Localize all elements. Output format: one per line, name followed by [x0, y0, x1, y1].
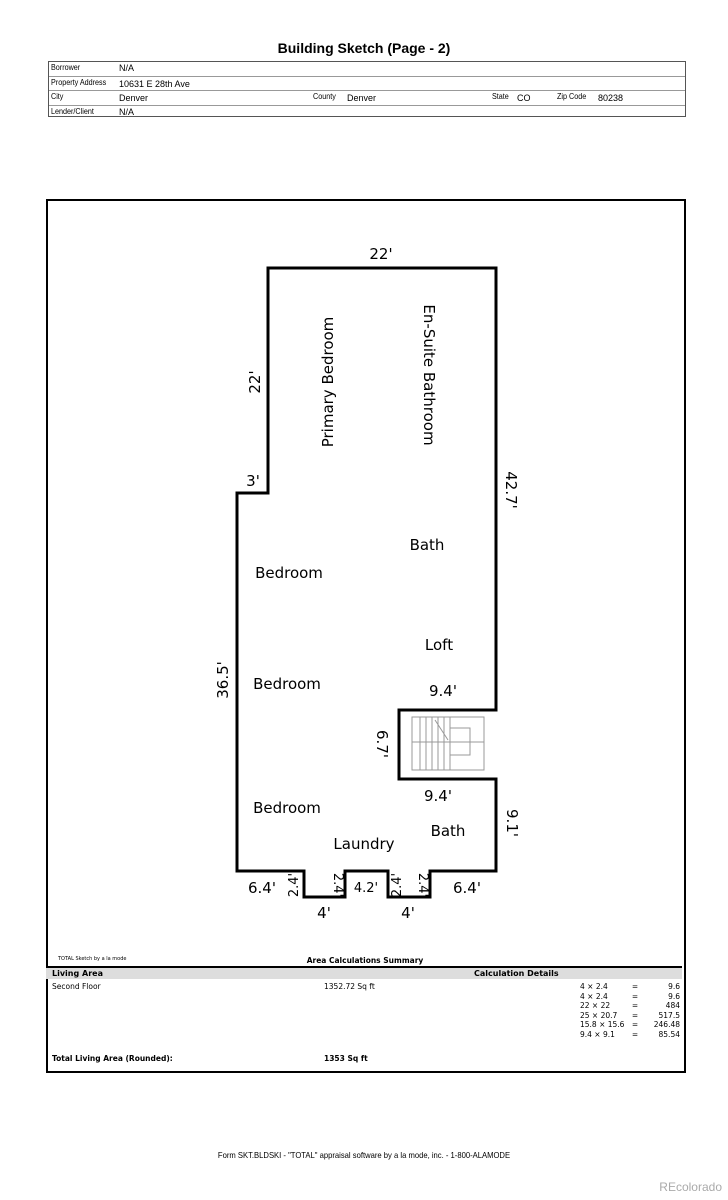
calc-result: 246.48	[653, 1020, 680, 1029]
city-value: Denver	[119, 93, 149, 103]
dimension: 2.4'	[287, 873, 302, 897]
county-value: Denver	[347, 93, 377, 103]
watermark: REcolorado	[659, 1180, 722, 1194]
calc-result: 484	[665, 1001, 680, 1010]
calc-expr: 22 × 22	[580, 1001, 611, 1010]
calc-eq: =	[631, 1001, 639, 1010]
room-label: Bath	[410, 536, 445, 554]
calc-result: 85.54	[658, 1029, 680, 1039]
room-label: Bedroom	[253, 675, 321, 693]
room-label: Bath	[431, 822, 466, 840]
calc-eq: =	[631, 1029, 639, 1039]
calc-row: 4 × 2.4 = 9.6	[580, 982, 680, 992]
address-label: Property Address	[51, 77, 107, 87]
dimension: 2.4'	[330, 873, 345, 897]
dimension: 4'	[401, 904, 415, 922]
dimension: 9.4'	[429, 682, 457, 700]
dimension: 6.4'	[248, 879, 276, 897]
floor-outline	[235, 266, 498, 899]
living-area-header: Living Area	[52, 969, 103, 978]
address-row: Property Address 10631 E 28th Ave	[49, 77, 685, 91]
summary-title: Area Calculations Summary	[306, 956, 424, 965]
total-value: 1353 Sq ft	[324, 1054, 368, 1063]
dimension: 22'	[246, 370, 264, 393]
stairs-icon	[411, 716, 485, 771]
calc-expr: 25 × 20.7	[580, 1010, 618, 1020]
calc-result: 517.5	[658, 1010, 680, 1020]
lender-value: N/A	[119, 106, 135, 117]
room-label: Bedroom	[253, 799, 321, 817]
borrower-label: Borrower	[51, 63, 81, 72]
dimension: 42.7'	[502, 471, 520, 509]
sketch-credit: TOTAL Sketch by a la mode	[58, 956, 127, 962]
floor-name: Second Floor	[52, 982, 101, 991]
state-label: State	[492, 92, 509, 101]
room-label: En-Suite Bathroom	[420, 304, 438, 445]
dimension: 9.1'	[503, 809, 521, 837]
total-label: Total Living Area (Rounded):	[52, 1054, 173, 1063]
room-label: Loft	[425, 636, 453, 654]
lender-row: Lender/Client N/A	[49, 106, 685, 120]
dimension: 3'	[246, 472, 260, 490]
address-value: 10631 E 28th Ave	[119, 78, 190, 89]
borrower-row: Borrower N/A	[49, 62, 685, 77]
calc-row: 4 × 2.4 = 9.6	[580, 992, 680, 1002]
summary-header: Living Area Calculation Details	[46, 968, 682, 979]
state-value: CO	[517, 93, 531, 103]
city-label: City	[51, 92, 64, 101]
calc-expr: 15.8 × 15.6	[580, 1020, 625, 1029]
zip-label: Zip Code	[557, 92, 587, 101]
calc-details-header: Calculation Details	[474, 969, 559, 978]
dimension: 2.4'	[390, 873, 405, 897]
dimension: 2.4'	[415, 873, 430, 897]
lender-label: Lender/Client	[51, 106, 94, 116]
calc-row: 22 × 22 = 484	[580, 1001, 680, 1011]
calc-row: 25 × 20.7 = 517.5	[580, 1011, 680, 1021]
property-info-table: Borrower N/A Property Address 10631 E 28…	[48, 61, 686, 117]
room-label: Laundry	[333, 835, 394, 853]
calc-eq: =	[631, 982, 639, 991]
calc-expr: 9.4 × 9.1	[580, 1029, 615, 1039]
borrower-value: N/A	[119, 63, 135, 73]
calc-expr: 4 × 2.4	[580, 991, 608, 1001]
area-summary: Living Area Calculation Details Second F…	[46, 966, 682, 1063]
room-label: Bedroom	[255, 564, 323, 582]
dimension: 4'	[317, 904, 331, 922]
calc-result: 9.6	[668, 982, 680, 991]
page-title: Building Sketch (Page - 2)	[277, 40, 451, 56]
dimension: 9.4'	[424, 787, 452, 805]
calc-eq: =	[631, 991, 639, 1001]
zip-value: 80238	[598, 93, 624, 103]
city-row: City Denver County Denver State CO Zip C…	[49, 91, 685, 106]
calc-result: 9.6	[668, 991, 680, 1001]
calc-eq: =	[631, 1020, 639, 1029]
form-footer: Form SKT.BLDSKI - "TOTAL" appraisal soft…	[217, 1150, 511, 1160]
room-label: Primary Bedroom	[319, 317, 337, 448]
floor-area: 1352.72 Sq ft	[324, 982, 375, 991]
county-label: County	[313, 92, 336, 101]
dimension: 4.2'	[354, 881, 378, 896]
dimension: 22'	[369, 245, 392, 263]
calc-row: 15.8 × 15.6 = 246.48	[580, 1020, 680, 1030]
calc-eq: =	[631, 1010, 639, 1020]
dimension: 6.7'	[373, 730, 391, 758]
sketch-frame	[46, 199, 686, 1073]
calc-expr: 4 × 2.4	[580, 982, 608, 991]
calc-details: 4 × 2.4 = 9.6 4 × 2.4 = 9.6 22 × 22 = 484 25 ×…	[580, 982, 680, 1039]
dimension: 6.4'	[453, 879, 481, 897]
calc-row: 9.4 × 9.1 = 85.54	[580, 1030, 680, 1040]
dimension: 36.5'	[214, 661, 232, 699]
